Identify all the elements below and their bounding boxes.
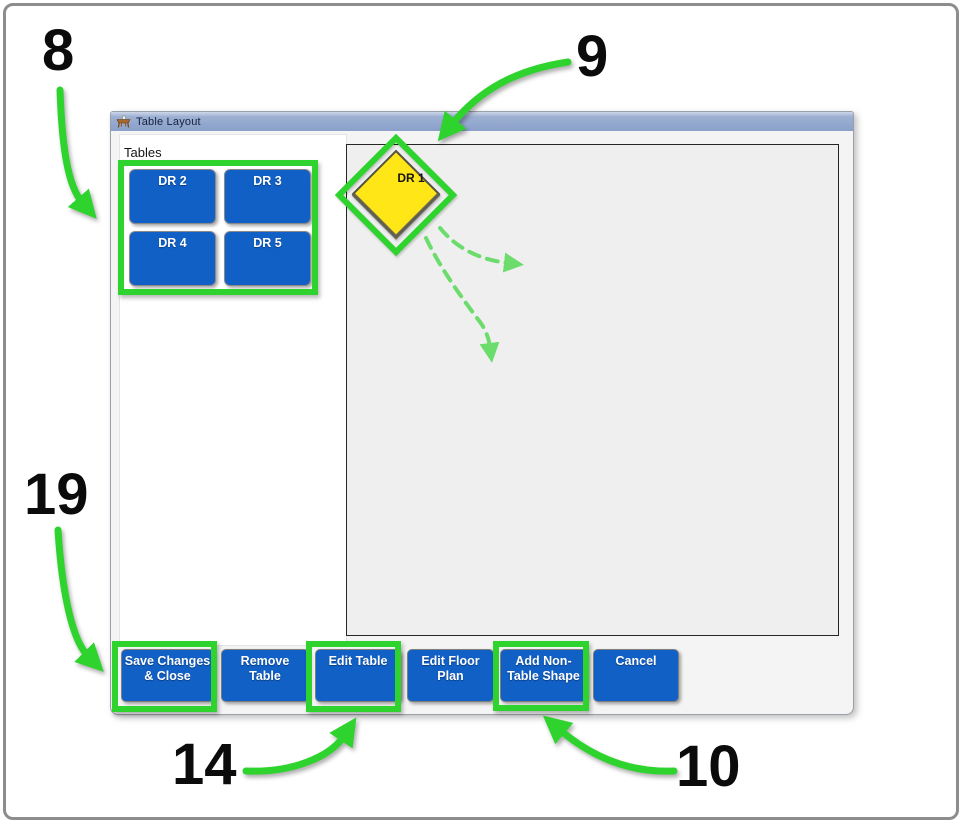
table-button-dr4[interactable]: DR 4 bbox=[129, 231, 216, 286]
highlight-box-add-shape-button bbox=[493, 641, 589, 711]
floor-plan-canvas[interactable] bbox=[346, 144, 839, 636]
annotation-number-19: 19 bbox=[24, 462, 89, 527]
remove-table-button[interactable]: Remove Table bbox=[221, 649, 309, 702]
add-non-table-shape-button[interactable]: Add Non-Table Shape bbox=[500, 649, 587, 702]
arrow-10-to-add-shape bbox=[542, 715, 678, 775]
table-button-dr2[interactable]: DR 2 bbox=[129, 169, 216, 224]
table-button-dr5[interactable]: DR 5 bbox=[224, 231, 311, 286]
arrow-14-to-edit-table bbox=[242, 717, 357, 775]
arrow-19-to-save bbox=[54, 526, 104, 672]
annotation-number-10: 10 bbox=[676, 734, 741, 799]
highlight-box-tables-list bbox=[118, 160, 318, 295]
window-titlebar: Table Layout bbox=[111, 112, 853, 132]
edit-floor-plan-button[interactable]: Edit Floor Plan bbox=[407, 649, 494, 702]
annotation-number-14: 14 bbox=[172, 732, 237, 797]
table-button-dr3[interactable]: DR 3 bbox=[224, 169, 311, 224]
annotation-number-9: 9 bbox=[576, 24, 609, 89]
annotation-number-8: 8 bbox=[42, 18, 75, 83]
highlight-box-edit-table-button bbox=[306, 641, 401, 712]
table-dr1-label[interactable]: DR 1 bbox=[397, 171, 425, 185]
tables-label: Tables bbox=[124, 145, 162, 160]
highlight-box-save-button bbox=[112, 641, 217, 712]
window-title: Table Layout bbox=[136, 115, 201, 128]
table-layout-window: Table Layout Tables DR 2 DR 3 DR 4 DR 5 … bbox=[110, 111, 854, 715]
table-icon bbox=[116, 115, 131, 128]
cancel-button[interactable]: Cancel bbox=[593, 649, 679, 702]
edit-table-button[interactable]: Edit Table bbox=[315, 649, 401, 702]
save-changes-close-button[interactable]: Save Changes & Close bbox=[121, 649, 214, 702]
arrow-8-to-tables-list bbox=[56, 86, 97, 219]
